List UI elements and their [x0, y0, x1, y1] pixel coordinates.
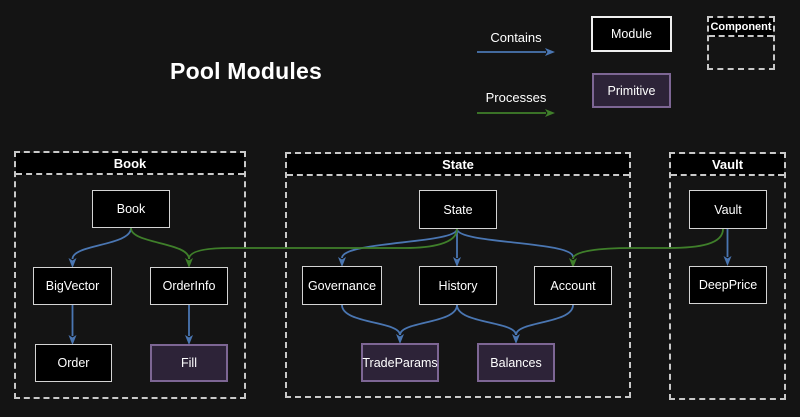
legend-module-box: Module [591, 16, 672, 52]
legend-contains-label: Contains [490, 30, 542, 45]
legend-processes-label: Processes [485, 90, 547, 105]
node-order: Order [35, 344, 112, 382]
node-deepprice: DeepPrice [689, 266, 767, 304]
state-container: State [285, 152, 631, 398]
node-orderinfo: OrderInfo [150, 267, 228, 305]
node-bigvector: BigVector [33, 267, 112, 305]
page-title: Pool Modules [170, 58, 322, 84]
book-container-title: Book [16, 153, 244, 175]
node-governance: Governance [302, 266, 382, 305]
legend-component-box: Component [707, 16, 775, 70]
node-vault: Vault [689, 190, 767, 229]
edge-history-balances [456, 304, 520, 344]
node-balances: Balances [477, 343, 555, 382]
edge-history-tradeparams [399, 304, 458, 336]
edge-state-orderinfo [185, 228, 458, 268]
edge-state-governance [338, 228, 458, 267]
edge-account-balances [515, 304, 574, 336]
node-state: State [419, 190, 497, 229]
legend-component-label: Component [709, 18, 773, 37]
state-container-title: State [287, 154, 629, 176]
vault-container-title: Vault [671, 154, 784, 176]
book-container: Book [14, 151, 246, 399]
node-tradeparams: TradeParams [361, 343, 439, 382]
vault-container: Vault [669, 152, 786, 400]
edge-state-account [456, 228, 574, 258]
node-account: Account [534, 266, 612, 305]
edge-book-bigvector [68, 227, 132, 268]
edge-book-orderinfo [130, 227, 190, 260]
edge-governance-tradeparams [341, 304, 404, 344]
node-book: Book [92, 190, 170, 228]
legend-primitive-box: Primitive [592, 73, 671, 108]
node-history: History [419, 266, 497, 305]
edge-vault-account [569, 228, 724, 268]
node-fill: Fill [150, 344, 228, 382]
